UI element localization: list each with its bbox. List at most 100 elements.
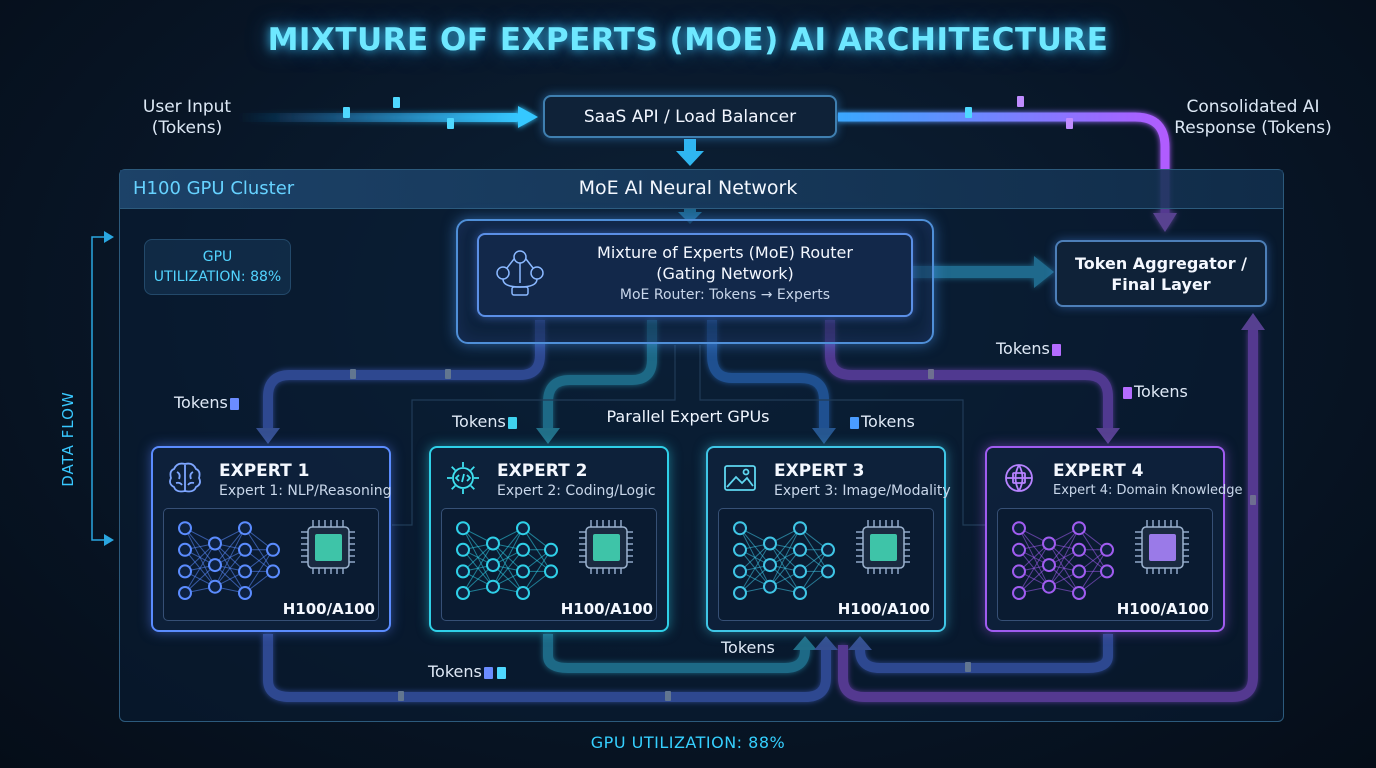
router-subtitle: MoE Router: Tokens → Experts [619,287,831,303]
neural-node [544,542,558,557]
router-network-icon [496,250,544,296]
network-title: MoE AI Neural Network [578,177,798,199]
tokens-text: Tokens [721,638,775,657]
neural-node [238,521,252,536]
neural-node [1042,579,1056,594]
tokens-label-1: Tokens [174,393,241,412]
neural-node [793,521,807,536]
neural-node [178,521,192,536]
expert-name: EXPERT 4 [1053,461,1144,481]
neural-node [763,536,777,551]
token-doc-icon [507,416,517,429]
token-aggregator-box: Token Aggregator / Final Layer [1055,240,1267,307]
neural-node [456,564,470,579]
tokens-text: Tokens [996,339,1050,358]
token-doc-icon [483,666,493,679]
tokens-text: Tokens [861,412,915,431]
expert-name: EXPERT 2 [497,461,588,481]
neural-node [208,558,222,573]
neural-node [486,579,500,594]
neural-link [214,527,246,566]
user-input-line2: (Tokens) [151,118,223,138]
gpu-chip-icon [1135,520,1189,574]
neural-link [492,527,524,587]
user-input-line1: User Input [142,97,232,117]
neural-node [266,564,280,579]
neural-node [1042,536,1056,551]
neural-node [266,542,280,557]
user-input-label: User Input (Tokens) [132,97,242,139]
neural-link [1018,543,1050,594]
expert-description: Expert 4: Domain Knowledge [1053,483,1243,498]
output-label: Consolidated AI Response (Tokens) [1163,97,1343,139]
token-doc-icon [1123,386,1132,399]
neural-node [793,586,807,600]
neural-link [522,549,552,594]
token-doc-icon [1051,343,1061,356]
neural-node [793,542,807,557]
neural-node [1012,521,1026,536]
neural-node [178,586,192,600]
expert-name: EXPERT 1 [219,461,310,481]
gpu-util-line1: GPU [202,249,233,265]
token-doc-icon [850,416,859,429]
neural-node [208,579,222,594]
gpu-chip-label: H100/A100 [560,600,653,618]
neural-node [1012,564,1026,579]
neural-node [1072,542,1086,557]
aggregator-line2: Final Layer [1111,274,1211,294]
neural-node [456,586,470,600]
neural-node [763,558,777,573]
neural-node [1072,564,1086,579]
router-text: Mixture of Experts (MoE) Router (Gating … [560,242,890,303]
gpu-chip-label: H100/A100 [1116,600,1209,618]
aggregator-line1: Token Aggregator / [1074,253,1248,273]
router-title-line1: Mixture of Experts (MoE) Router [597,243,853,262]
tokens-text: Tokens [428,662,482,681]
neural-net-graphic [1012,520,1189,600]
gpu-chip-icon [856,520,910,574]
neural-node [486,536,500,551]
neural-net-graphic [733,520,910,600]
parallel-expert-label: Parallel Expert GPUs [606,407,770,426]
neural-link [799,549,829,594]
tokens-label-3: Tokens [848,412,915,431]
diagram-title: MIXTURE OF EXPERTS (MOE) AI ARCHITECTURE [267,22,1109,58]
expert-name: EXPERT 3 [774,461,865,481]
neural-node [733,564,747,579]
neural-link [492,527,524,566]
neural-link [769,527,801,587]
data-flow-bracket [91,231,114,546]
neural-node [733,542,747,557]
neural-link [184,543,216,594]
output-line1: Consolidated AI [1186,97,1320,117]
expert-card-4: EXPERT 4 Expert 4: Domain Knowledge H100… [985,446,1243,632]
neural-node [733,586,747,600]
gpu-chip-label: H100/A100 [282,600,375,618]
output-line2: Response (Tokens) [1174,118,1332,138]
tokens-label-4: Tokens [996,339,1063,358]
tokens-text: Tokens [1134,382,1188,401]
tokens-label-6: Tokens [428,662,508,681]
neural-node [763,579,777,594]
image-icon [724,465,756,491]
neural-node [1100,564,1114,579]
neural-link [492,549,524,588]
neural-net-graphic [178,520,355,600]
neural-node [1072,521,1086,536]
gpu-chip-icon [301,520,355,574]
neural-node [516,542,530,557]
gpu-chip-label: H100/A100 [837,600,930,618]
cluster-header [120,170,1283,209]
neural-node [793,564,807,579]
neural-node [1012,542,1026,557]
expert-description: Expert 1: NLP/Reasoning [219,483,392,499]
neural-link [769,549,801,588]
neural-node [516,564,530,579]
neural-node [1012,586,1026,600]
neural-link [462,543,494,594]
expert-description: Expert 3: Image/Modality [774,483,951,499]
neural-link [214,527,246,587]
neural-node [456,521,470,536]
neural-node [1042,558,1056,573]
